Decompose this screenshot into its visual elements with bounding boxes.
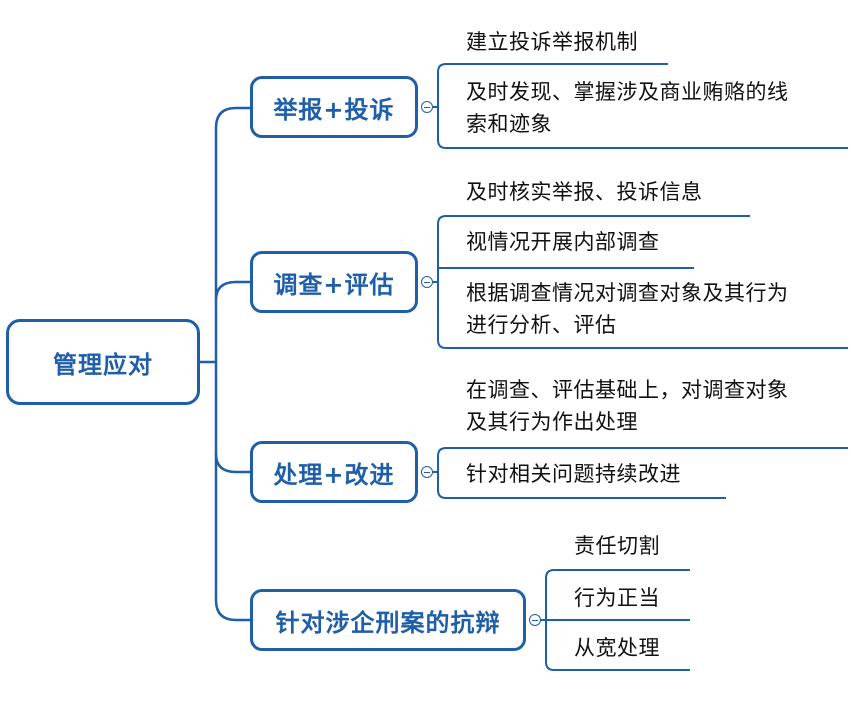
collapse-icon[interactable] [421,466,433,478]
collapse-icon[interactable] [421,276,433,288]
branch-criminal-defense[interactable]: 针对涉企刑案的抗辩 [250,589,526,651]
branch-connector-3 [214,453,250,474]
branch-label: 调查+评估 [273,270,395,299]
branch-connector-2 [214,280,250,301]
leaf-underline [456,147,848,149]
trunk-line [214,106,250,622]
branch-investigate-assess[interactable]: 调查+评估 [250,251,418,313]
leaf-node[interactable]: 责任切割 [574,534,660,558]
bracket-2 [433,215,456,349]
leaf-underline [456,497,726,499]
leaf-underline [456,215,750,217]
bracket-1 [433,63,456,149]
bracket-4 [541,569,564,671]
root-label: 管理应对 [53,350,153,379]
branch-handle-improve[interactable]: 处理+改进 [250,441,418,503]
leaf-node[interactable]: 视情况开展内部调查 [466,230,660,254]
collapse-icon[interactable] [529,614,541,626]
leaf-underline [456,447,848,449]
leaf-node[interactable]: 建立投诉举报机制 [466,30,638,54]
bracket-3 [433,447,456,499]
branch-label: 处理+改进 [273,460,395,489]
collapse-icon[interactable] [421,101,433,113]
leaf-node[interactable]: 针对相关问题持续改进 [466,462,681,486]
leaf-underline [564,669,690,671]
leaf-node[interactable]: 从宽处理 [574,636,660,660]
branch-label: 针对涉企刑案的抗辩 [275,608,501,637]
leaf-node[interactable]: 及时发现、掌握涉及商业贿赂的线 索和迹象 [466,80,789,136]
leaf-underline [456,63,668,65]
leaf-node[interactable]: 在调查、评估基础上，对调查对象 及其行为作出处理 [466,378,789,434]
root-node[interactable]: 管理应对 [6,319,200,405]
leaf-node[interactable]: 及时核实举报、投诉信息 [466,180,703,204]
leaf-underline [564,619,690,621]
leaf-underline [456,347,848,349]
leaf-node[interactable]: 行为正当 [574,586,660,610]
branch-label: 举报+投诉 [273,95,395,124]
leaf-underline [564,569,690,571]
leaf-node[interactable]: 根据调查情况对调查对象及其行为 进行分析、评估 [466,281,789,337]
branch-report-complaint[interactable]: 举报+投诉 [250,76,418,138]
leaf-underline [456,267,694,269]
